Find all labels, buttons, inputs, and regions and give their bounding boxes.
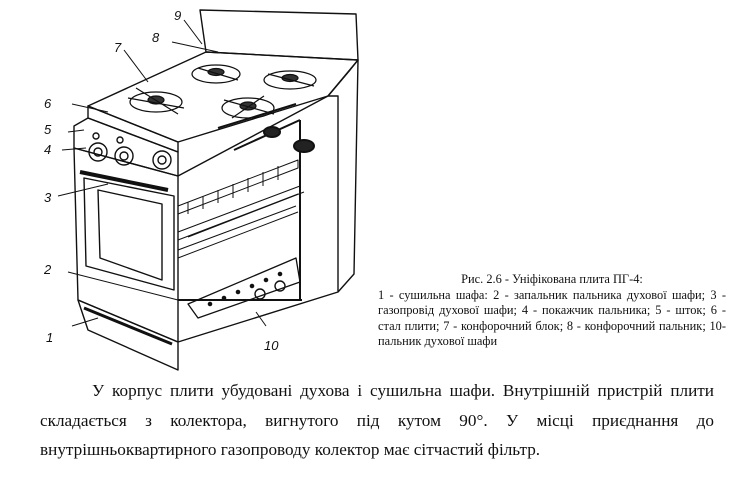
stove-back-side: [327, 59, 359, 293]
callout-4: 4: [44, 142, 52, 157]
stove-body-side: [177, 95, 339, 343]
oven-burner: [187, 257, 301, 319]
callout-8: 8: [152, 30, 160, 45]
oven-window: [97, 189, 163, 281]
leader-lines: [57, 19, 267, 327]
stove-drawing: [57, 9, 359, 371]
figure-caption: Рис. 2.6 - Уніфікована плита ПГ-4: 1 - с…: [378, 272, 726, 350]
cooktop-front-edge: [87, 105, 179, 153]
drying-drawer: [77, 299, 179, 371]
oven-burner-holes: [207, 271, 286, 307]
drawer-handle: [83, 306, 173, 346]
door-handle: [79, 170, 169, 192]
callout-7: 7: [114, 40, 122, 55]
oven-racks: [177, 159, 305, 259]
gas-pipes: [178, 103, 315, 301]
caption-legend: 1 - сушильна шафа: 2 - запальник пальник…: [378, 287, 726, 349]
control-panel: [73, 117, 179, 177]
callout-6: 6: [44, 96, 52, 111]
knobs: [88, 132, 172, 170]
callout-1: 1: [46, 330, 54, 345]
cropped-text-fragment: · · ·: [470, 0, 491, 6]
oven-door: [83, 177, 175, 291]
callout-2: 2: [44, 262, 52, 277]
callout-10: 10: [264, 338, 279, 353]
caption-title: Рис. 2.6 - Уніфікована плита ПГ-4:: [461, 272, 643, 286]
stove-illustration: 1 2 3 4 5 6 7 8 9 10: [28, 0, 378, 372]
callout-9: 9: [174, 8, 182, 23]
callout-5: 5: [44, 122, 52, 137]
callout-3: 3: [44, 190, 52, 205]
burner-grates: [127, 64, 317, 119]
body-paragraph: У корпус плити убудовані духова і сушиль…: [40, 381, 714, 459]
